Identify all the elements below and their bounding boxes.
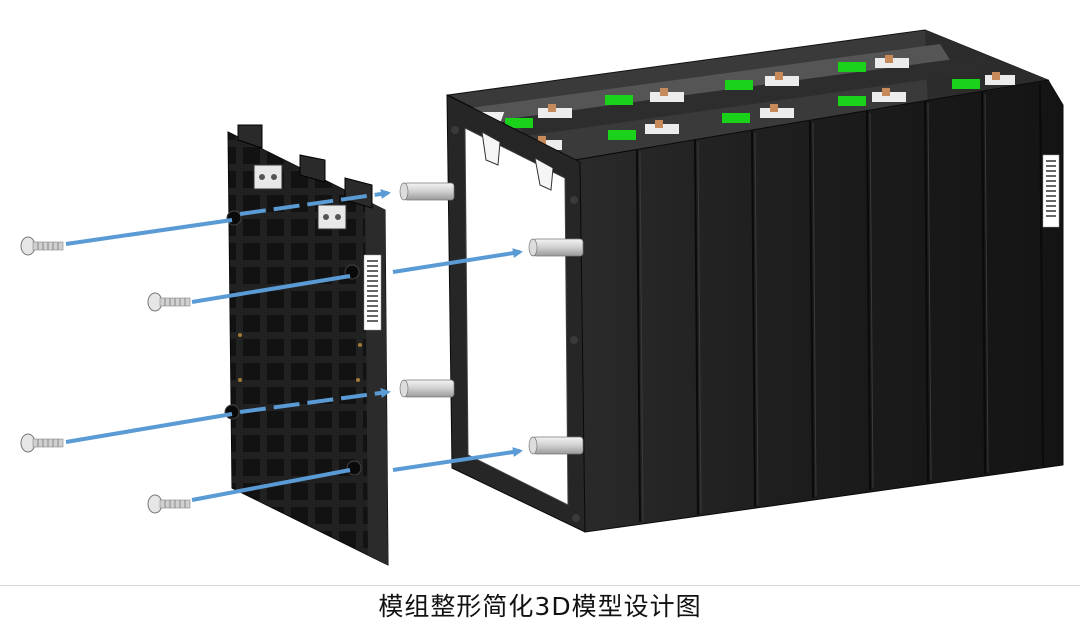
label-barcode-icon [1042, 154, 1060, 228]
cell-highlights [639, 93, 989, 521]
standoff-icon [528, 436, 584, 455]
standoff-icon [399, 182, 455, 201]
arrow-bolt-1-hidden [239, 189, 391, 216]
cell-stack-front [574, 79, 1064, 533]
arrow-plate-4 [392, 447, 523, 472]
end-plate [224, 124, 389, 566]
caption-divider [0, 585, 1080, 586]
battery-module [399, 29, 1064, 533]
cell-dividers [636, 83, 1044, 523]
end-frame [446, 94, 586, 533]
assembly-arrows [65, 189, 523, 502]
top-terminals [459, 44, 1015, 150]
green-terminal [838, 96, 866, 106]
arrow-bolt-3 [65, 412, 233, 444]
bolt-icon [20, 236, 64, 256]
green-terminal [722, 113, 750, 123]
green-terminal [838, 62, 866, 72]
arrow-plate-2 [392, 248, 523, 274]
bolt-icon [20, 433, 64, 453]
figure-caption: 模组整形简化3D模型设计图 [378, 592, 702, 621]
standoff-icon [528, 238, 584, 257]
bolt-icon [147, 292, 191, 312]
label-barcode-icon [363, 254, 382, 331]
arrow-bolt-1 [65, 218, 233, 246]
green-terminal [725, 80, 753, 90]
exploded-view-diagram [20, 29, 1064, 566]
green-terminal [952, 79, 980, 89]
arrow-bolt-3-hidden [239, 387, 391, 414]
standoff-icon [399, 379, 455, 398]
arrow-bolt-4 [191, 468, 351, 502]
green-terminal [505, 118, 533, 128]
bolt-icon [147, 494, 191, 514]
arrow-bolt-2 [191, 274, 351, 304]
green-terminal [608, 130, 636, 140]
green-terminal [605, 95, 633, 105]
